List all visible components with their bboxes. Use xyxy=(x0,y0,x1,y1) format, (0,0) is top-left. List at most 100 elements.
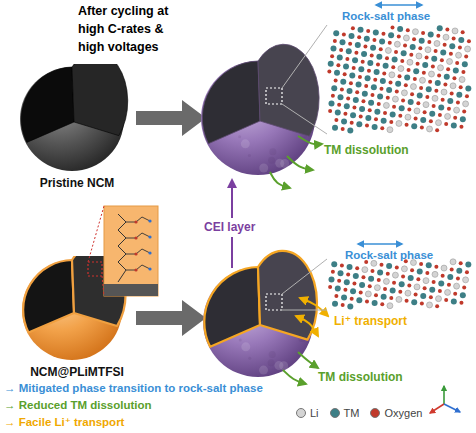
crystal-atom xyxy=(406,28,410,32)
crystal-atom xyxy=(330,54,334,58)
crystal-atom xyxy=(460,292,466,298)
crystal-atom xyxy=(340,79,346,85)
crystal-atom xyxy=(389,296,393,300)
crystal-atom xyxy=(331,270,335,274)
crystal-atom xyxy=(398,114,402,118)
surface-spot xyxy=(274,361,283,370)
crystal-atom xyxy=(434,89,438,93)
crystal-atom xyxy=(425,55,429,59)
crystal-atom xyxy=(359,282,365,288)
cycled-particle xyxy=(201,44,319,175)
crystal-atom xyxy=(456,100,460,104)
crystal-atom xyxy=(334,118,338,122)
crystal-atom xyxy=(372,124,378,130)
leader-line xyxy=(282,259,327,294)
crystal-atom xyxy=(463,101,469,107)
crystal-atom xyxy=(414,117,418,121)
crystal-atom xyxy=(386,87,392,93)
legend-swatch xyxy=(370,408,380,418)
crystal-atom xyxy=(399,281,405,287)
crystal-atom xyxy=(391,65,395,69)
surface-spot xyxy=(278,119,285,126)
crystal-atom xyxy=(401,50,407,56)
crystal-atom xyxy=(355,266,359,270)
surface-spot xyxy=(209,293,218,302)
surface-spot xyxy=(283,101,288,106)
crystal-atom xyxy=(401,90,407,96)
crystal-atom xyxy=(348,42,352,46)
surface-spot xyxy=(219,96,224,101)
legend-text: Oxygen xyxy=(384,407,422,419)
crystal-atom xyxy=(404,83,408,87)
crystal-atom xyxy=(434,265,438,269)
crystal-atom xyxy=(447,59,453,65)
crystal-atom xyxy=(344,279,350,285)
crystal-atom xyxy=(453,116,457,120)
crystal-atom xyxy=(346,273,350,277)
illustration-group xyxy=(88,25,327,310)
crystal-atom xyxy=(361,60,365,64)
crystal-atom xyxy=(396,120,402,126)
crystal-atom xyxy=(379,38,385,44)
crystal-atom xyxy=(405,290,411,296)
crystal-atom xyxy=(452,28,458,34)
node-outline xyxy=(17,256,137,380)
crystal-atom xyxy=(337,55,343,61)
crystal-atom xyxy=(343,64,349,70)
crystal-atom xyxy=(411,123,417,129)
surface-spot xyxy=(237,120,246,129)
crystal-atom xyxy=(392,57,398,63)
crystal-atom xyxy=(450,83,456,89)
phase-width-arrow xyxy=(358,243,402,245)
crystal-atom xyxy=(451,122,457,128)
crystal-atom xyxy=(408,99,414,105)
crystal-atom xyxy=(413,68,419,74)
surface-spot xyxy=(245,121,250,126)
crystal-atom xyxy=(353,97,359,103)
crystal-atom xyxy=(371,84,377,90)
crystal-atom xyxy=(429,287,435,293)
phase-width-arrow xyxy=(376,4,422,6)
crystal-atom xyxy=(437,73,441,77)
crystal-atom xyxy=(456,92,462,98)
crystal-atom xyxy=(350,288,356,294)
leader-line xyxy=(282,310,327,311)
surface-spot xyxy=(238,135,241,138)
crystal-atom xyxy=(327,69,331,73)
crystal-atom xyxy=(416,62,420,66)
pristine-particle: Pristine NCM xyxy=(17,64,137,200)
surface-spot xyxy=(245,268,254,277)
summary-line: → Facile Li⁺ transport xyxy=(4,415,124,429)
crystal-atom xyxy=(351,26,355,30)
crystal-atom xyxy=(432,104,436,108)
layer-pointer xyxy=(231,180,233,218)
crystal-atom xyxy=(356,82,362,88)
surface-spot xyxy=(302,110,309,117)
crystal-atom xyxy=(356,297,362,303)
polymer-atom xyxy=(134,236,137,239)
surface-spot xyxy=(207,88,216,97)
cut-face xyxy=(202,61,260,144)
crystal-atom xyxy=(458,46,462,50)
legend-item: TM xyxy=(330,407,360,419)
crystal-atom xyxy=(368,100,374,106)
crystal-atom xyxy=(444,122,448,126)
crystal-atom xyxy=(432,95,438,101)
crystal-atom xyxy=(340,39,346,45)
crystal-atom xyxy=(465,86,471,92)
crystal-atom xyxy=(460,116,466,122)
crystal-atom xyxy=(334,78,338,82)
crystal-atom xyxy=(434,49,438,53)
crystal-atom xyxy=(376,54,382,60)
crystal-atom xyxy=(432,271,438,277)
crystal-atom xyxy=(352,282,356,286)
cut-face xyxy=(72,64,128,136)
crystal-atom xyxy=(401,99,405,103)
crystal-atom xyxy=(395,265,399,269)
crystal-atom xyxy=(456,268,462,274)
surface-spot xyxy=(300,314,307,321)
surface-spot xyxy=(268,157,275,164)
surface-spot xyxy=(282,308,285,311)
crystal-atom xyxy=(450,259,456,265)
crystal-atom xyxy=(359,291,363,295)
